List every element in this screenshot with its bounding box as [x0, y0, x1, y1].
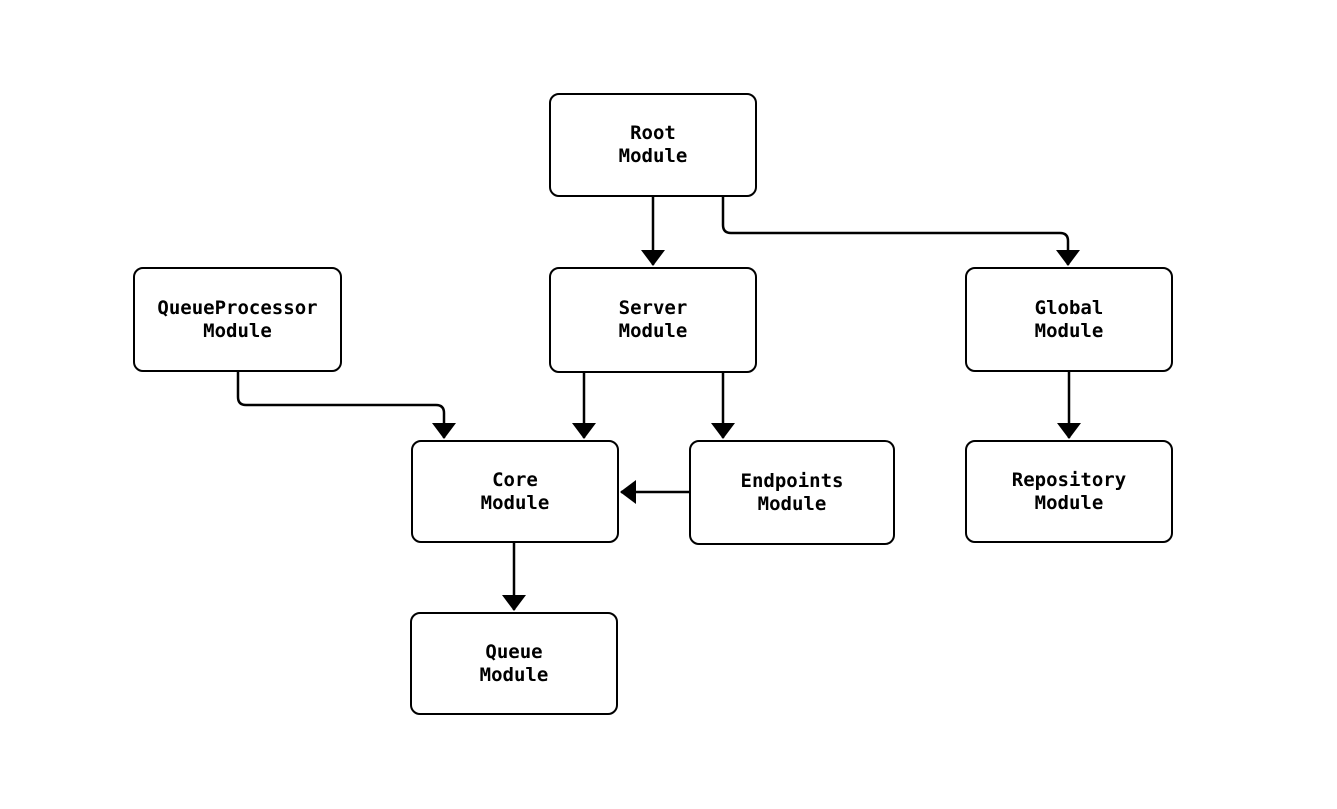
node-label: QueueProcessor Module: [157, 296, 318, 342]
node-label: Server Module: [618, 297, 688, 342]
node-label: Global Module: [1034, 296, 1104, 342]
node-label: Queue Module: [479, 640, 549, 686]
edge-root-to-global: [721, 197, 1080, 266]
node-root-module: Root Module: [549, 93, 757, 197]
node-label: Core Module: [480, 468, 550, 514]
node-label: Endpoints Module: [740, 469, 844, 515]
node-global-module: Global Module: [965, 267, 1173, 372]
node-queue-module: Queue Module: [410, 612, 618, 715]
node-repository-module: Repository Module: [965, 440, 1173, 543]
edge-queueprocessor-to-core: [236, 372, 456, 439]
node-core-module: Core Module: [411, 440, 619, 543]
node-endpoints-module: Endpoints Module: [689, 440, 895, 545]
node-label: Repository Module: [1011, 468, 1127, 514]
node-server-module: Server Module: [549, 267, 757, 373]
node-label: Root Module: [618, 122, 688, 167]
node-queueprocessor-module: QueueProcessor Module: [133, 267, 342, 372]
